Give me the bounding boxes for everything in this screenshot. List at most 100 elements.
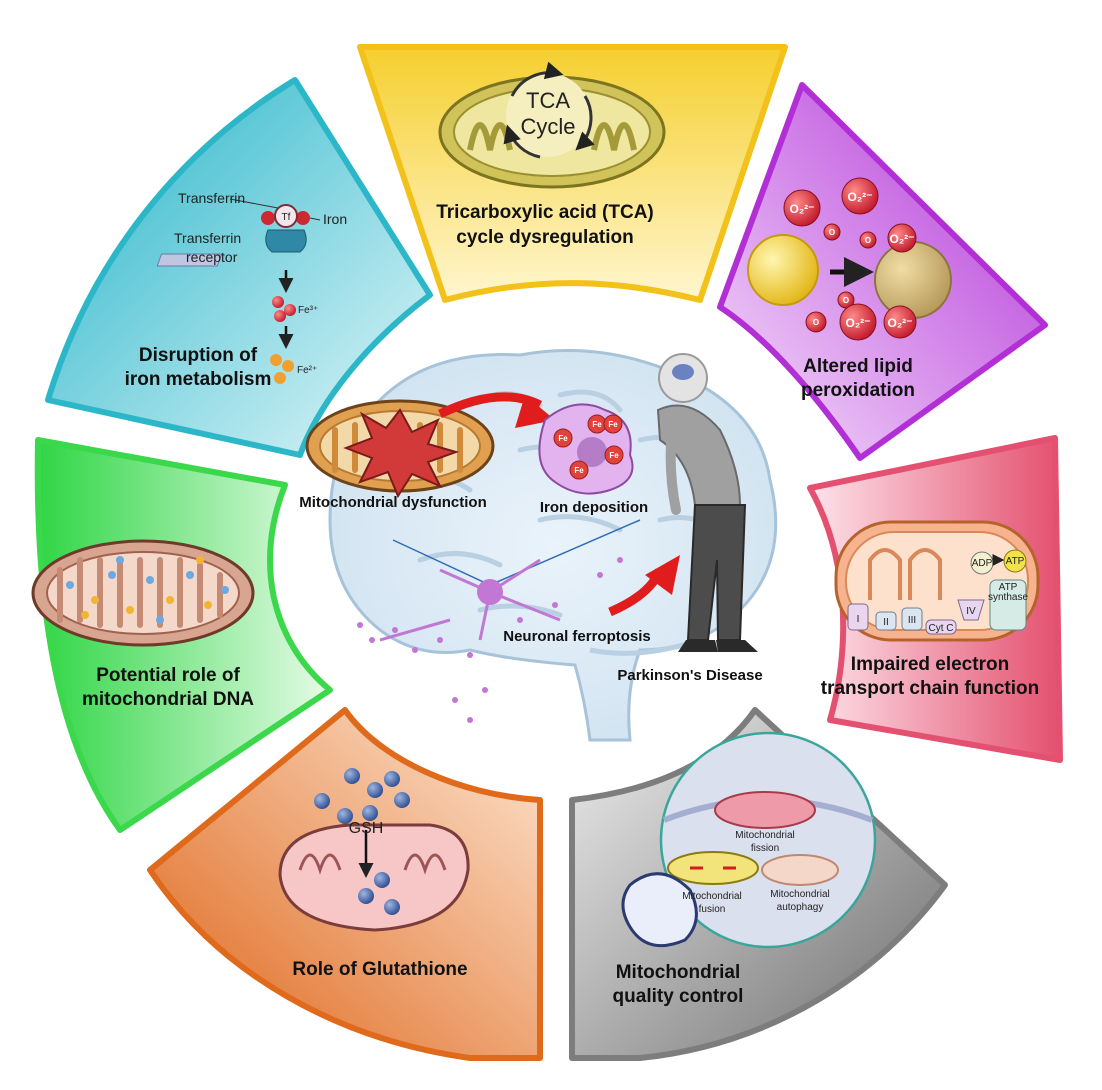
mtdna-dot-icon [156,616,164,624]
glutathione-gsh-label: GSH [349,820,384,837]
fe-atom-label: Fe [609,451,619,460]
ferroptosis-fragment-icon [467,717,473,723]
segment-iron [45,77,433,458]
etc-adp: ADP [972,558,993,569]
iron-receptor-label-2: receptor [186,249,238,265]
radical-label: O [829,228,835,237]
gsh-molecule-icon [367,782,383,798]
tca-cycle-label-2: Cycle [520,114,575,139]
radical-label: O [843,296,849,305]
fe-atom-label: Fe [558,434,568,443]
etc-synthase-2: synthase [988,592,1028,603]
iron-illustration [156,198,321,384]
lipid-title-line-1: Altered lipid [803,356,913,377]
quality-title-line-1: Mitochondrial [616,962,741,983]
quality-fission-1: Mitochondrial [735,830,794,841]
quality-fusion-1: Mitochondrial [682,891,741,902]
radical-icon [841,177,879,215]
iron-fe2-label: Fe²⁺ [297,365,317,376]
mtdna-title-line-1: Potential role of [96,665,240,686]
center-mito-dysfunction-label: Mitochondrial dysfunction [299,494,487,511]
glutathione-title: Role of Glutathione [292,959,467,980]
iron-transferrin-label: Transferrin [178,190,245,206]
fe-atom-icon [569,460,589,480]
ferroptosis-fragment-icon [452,697,458,703]
center-mitochondrion-illustration [305,399,495,499]
gsh-molecule-icon [394,792,410,808]
quality-fission-2: fission [751,843,779,854]
ferroptosis-fragment-icon [437,637,443,643]
ferroptosis-fragment-icon [467,652,473,658]
quality-fusion-2: fusion [699,904,726,915]
mtdna-dot-icon [146,576,154,584]
quality-title-line-2: quality control [613,986,744,1007]
radical-icon [805,311,827,333]
radical-icon [887,223,917,253]
gsh-molecule-icon [374,872,390,888]
fe-atom-label: Fe [574,466,584,475]
tca-title-line-1: Tricarboxylic acid (TCA) [436,202,654,223]
iron-tf-label: Tf [282,212,291,223]
radical-icon [823,223,841,241]
fe-atom-label: Fe [592,420,602,429]
radical-label: O [813,318,819,327]
mtdna-dot-icon [116,556,124,564]
radical-label: O [865,236,871,245]
ferroptosis-fragment-icon [552,602,558,608]
etc-synthase-1: ATP [999,582,1018,593]
gsh-molecule-icon [384,899,400,915]
etc-complex-3: III [908,615,916,626]
gsh-molecule-icon [344,768,360,784]
gsh-molecule-icon [362,805,378,821]
iron-fe3-label: Fe³⁺ [298,305,318,316]
ferroptosis-fragment-icon [517,617,523,623]
ferroptosis-fragment-icon [482,687,488,693]
mtdna-dot-icon [108,571,116,579]
gsh-molecule-icon [314,793,330,809]
mtdna-dot-icon [186,571,194,579]
mtdna-title-line-2: mitochondrial DNA [82,689,254,710]
gsh-molecule-icon [337,808,353,824]
etc-title-line-1: Impaired electron [851,654,1009,675]
mtdna-dot-icon [126,606,134,614]
mtdna-dot-icon [91,596,99,604]
etc-atp: ATP [1006,556,1025,567]
radical-icon [839,303,877,341]
ferroptosis-fragment-icon [412,647,418,653]
mtdna-dot-icon [166,596,174,604]
glutathione-illustration [278,768,470,932]
etc-cytc: Cyt C [929,623,954,634]
etc-title-line-2: transport chain function [821,678,1040,699]
quality-autophagy-1: Mitochondrial [770,889,829,900]
mtdna-dot-icon [196,556,204,564]
parkinsons-person-illustration [656,353,758,652]
mtdna-mitochondrion-illustration [31,539,255,647]
iron-title-line-2: iron metabolism [125,369,272,390]
center-iron-deposition-label: Iron deposition [540,499,648,516]
etc-complex-4: IV [966,606,976,617]
ferroptosis-fragment-icon [357,622,363,628]
mtdna-dot-icon [66,581,74,589]
tca-title-line-2: cycle dysregulation [456,227,633,248]
ferroptosis-fragment-icon [392,627,398,633]
mtdna-dot-icon [221,586,229,594]
radical-label: O₂²⁻ [888,316,913,330]
radical-label: O₂²⁻ [846,316,871,330]
ferroptosis-to-parkinsons-arrowhead [645,555,680,595]
radical-label: O₂²⁻ [890,232,915,246]
radical-icon [783,189,821,227]
gsh-molecule-icon [384,771,400,787]
fe-atom-icon [604,445,624,465]
tca-mitochondrion-illustration [438,61,666,189]
radical-label: O₂²⁻ [790,202,815,216]
center-neuronal-ferroptosis-label: Neuronal ferroptosis [503,628,651,645]
fe-atom-icon [553,428,573,448]
ferroptosis-fragment-icon [617,557,623,563]
lipid-title-line-2: peroxidation [801,380,915,401]
etc-complex-1: I [857,614,860,625]
iron-iron-label: Iron [323,211,347,227]
